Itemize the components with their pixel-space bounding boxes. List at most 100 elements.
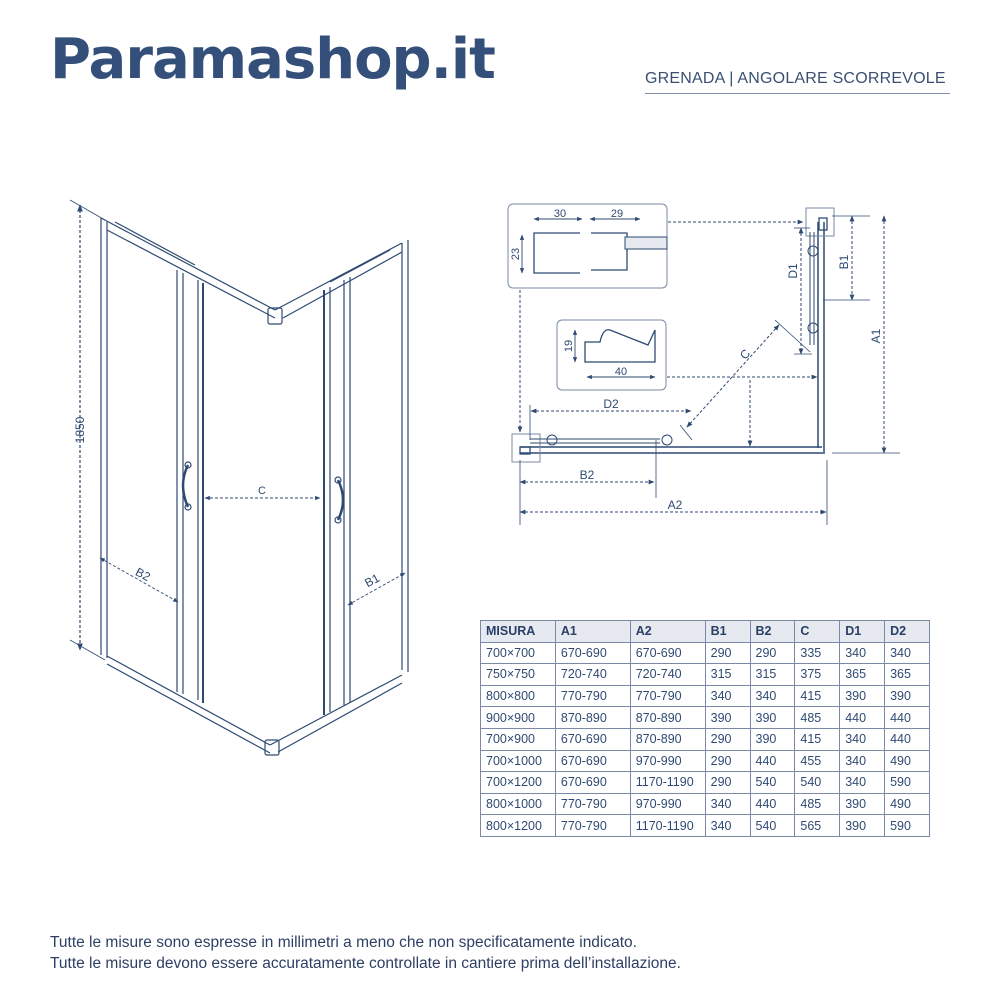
cell: 1170-1190 [629, 814, 706, 837]
header-b2: B2 [749, 620, 796, 643]
cell: 1170-1190 [629, 771, 706, 794]
cell: 540 [749, 814, 796, 837]
cell: 800×800 [480, 684, 556, 708]
cell: 340 [839, 727, 886, 751]
footnote-verify: Tutte le misure devono essere accuratame… [50, 955, 681, 972]
cell: 700×1200 [480, 771, 556, 794]
cell: 670-690 [554, 749, 631, 773]
brand-logo: Paramashop.it [50, 27, 496, 92]
header-misura: MISURA [480, 620, 556, 643]
dim-c-label: C [258, 485, 266, 497]
cell: 415 [794, 684, 841, 708]
cell: 700×700 [480, 641, 556, 665]
cell: 390 [839, 684, 886, 708]
plan-d1-label: D1 [786, 263, 800, 279]
cell: 490 [884, 792, 930, 816]
cell: 870-890 [554, 706, 631, 729]
footnotes: Tutte le misure sono espresse in millime… [50, 932, 681, 974]
cell: 700×1000 [480, 749, 556, 773]
cell: 440 [884, 727, 930, 751]
cell: 750×750 [480, 663, 556, 686]
cell: 340 [839, 749, 886, 773]
cell: 870-890 [629, 706, 706, 729]
cell: 290 [704, 771, 751, 794]
cell: 335 [794, 641, 841, 665]
cell: 670-690 [554, 727, 631, 751]
cell: 485 [794, 706, 841, 729]
cell: 700×900 [480, 727, 556, 751]
cell: 490 [884, 749, 930, 773]
cell: 440 [749, 792, 796, 816]
cell: 290 [704, 727, 751, 751]
plan-view [507, 203, 900, 525]
cell: 390 [839, 792, 886, 816]
cell: 870-890 [629, 727, 706, 751]
cell: 365 [884, 663, 930, 686]
header-a1: A1 [554, 620, 631, 643]
cell: 590 [884, 771, 930, 794]
cell: 540 [749, 771, 796, 794]
profile-width-left-label: 30 [554, 208, 566, 220]
cell: 440 [884, 706, 930, 729]
cell: 440 [749, 749, 796, 773]
cell: 590 [884, 814, 930, 837]
plan-b1-label: B1 [837, 254, 851, 269]
cell: 290 [704, 749, 751, 773]
cell: 375 [794, 663, 841, 686]
cell: 340 [749, 684, 796, 708]
cell: 800×1000 [480, 792, 556, 816]
profile-height-label: 23 [510, 248, 522, 260]
cell: 315 [704, 663, 751, 686]
profile-bottom-height-label: 19 [563, 340, 575, 352]
cell: 770-790 [554, 814, 631, 837]
cell: 390 [839, 814, 886, 837]
cell: 770-790 [629, 684, 706, 708]
cell: 800×1200 [480, 814, 556, 837]
perspective-shower-view [69, 199, 409, 756]
cell: 770-790 [554, 792, 631, 816]
cell: 670-690 [554, 771, 631, 794]
cell: 670-690 [629, 641, 706, 665]
cell: 290 [749, 641, 796, 665]
cell: 340 [704, 814, 751, 837]
plan-b2-label: B2 [580, 468, 595, 482]
cell: 390 [704, 706, 751, 729]
cell: 415 [794, 727, 841, 751]
plan-a2-label: A2 [668, 498, 683, 512]
cell: 340 [884, 641, 930, 665]
dim-b1-label: B1 [362, 571, 382, 590]
cell: 390 [884, 684, 930, 708]
plan-c-label: C [737, 346, 753, 362]
dim-height-label: 1850 [73, 416, 87, 443]
cell: 670-690 [554, 641, 631, 665]
cell: 340 [839, 641, 886, 665]
profile-bottom-width-label: 40 [615, 366, 627, 378]
cell: 390 [749, 727, 796, 751]
footnote-units: Tutte le misure sono espresse in millime… [50, 934, 637, 951]
cell: 390 [749, 706, 796, 729]
cell: 540 [794, 771, 841, 794]
cell: 365 [839, 663, 886, 686]
header-a2: A2 [629, 620, 706, 643]
dim-b2-label: B2 [133, 565, 153, 584]
product-subtitle: GRENADA | ANGOLARE SCORREVOLE [645, 70, 950, 94]
table-header-row: MISURA A1 A2 B1 B2 C D1 D2 [480, 620, 930, 643]
cell: 720-740 [629, 663, 706, 686]
plan-d2-label: D2 [603, 397, 619, 411]
header-c: C [794, 620, 841, 643]
header-d2: D2 [884, 620, 930, 643]
cell: 440 [839, 706, 886, 729]
cell: 315 [749, 663, 796, 686]
cell: 290 [704, 641, 751, 665]
cell: 340 [704, 792, 751, 816]
cell: 340 [839, 771, 886, 794]
header-d1: D1 [839, 620, 886, 643]
